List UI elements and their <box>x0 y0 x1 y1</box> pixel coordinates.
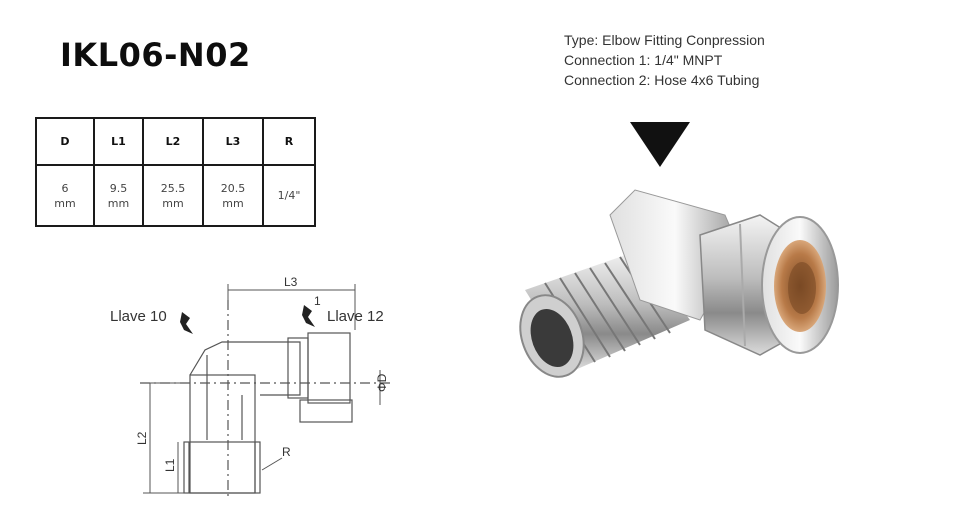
dim-l3-label: L3 <box>284 275 298 289</box>
product-details: Type: Elbow Fitting Conpression Connecti… <box>564 30 765 90</box>
wrench-mark: 1 <box>314 294 321 308</box>
dim-r-label: R <box>282 445 291 459</box>
wrench-left-icon <box>180 312 193 334</box>
type-line: Type: Elbow Fitting Conpression <box>564 32 765 48</box>
product-code: IKL06-N02 <box>60 36 251 74</box>
elbow-top-body <box>189 341 301 396</box>
dimension-lines <box>143 284 381 494</box>
dim-l2-label: L2 <box>135 431 149 445</box>
header-r: R <box>262 117 316 166</box>
header-l1: L1 <box>93 117 144 166</box>
pointer-arrow-icon <box>630 122 690 167</box>
dim-d-label: ΦD <box>375 373 389 392</box>
male-thread <box>183 441 261 494</box>
dim-l1-label: L1 <box>163 458 177 472</box>
wrench-right-label: Llave 12 <box>327 308 384 325</box>
cell-r: 1/4" <box>262 164 316 227</box>
elbow-fitting-photo <box>519 189 839 378</box>
wrench-left-label: Llave 10 <box>110 308 167 325</box>
header-l3: L3 <box>202 117 264 166</box>
header-d: D <box>35 117 95 166</box>
wrench-right-icon <box>302 305 315 327</box>
compression-nut <box>307 332 351 404</box>
header-l2: L2 <box>142 117 204 166</box>
connection2-line: Connection 2: Hose 4x6 Tubing <box>564 72 760 88</box>
connection1-line: Connection 1: 1/4" MNPT <box>564 52 723 68</box>
table-header-row: D L1 L2 L3 R <box>35 117 316 166</box>
